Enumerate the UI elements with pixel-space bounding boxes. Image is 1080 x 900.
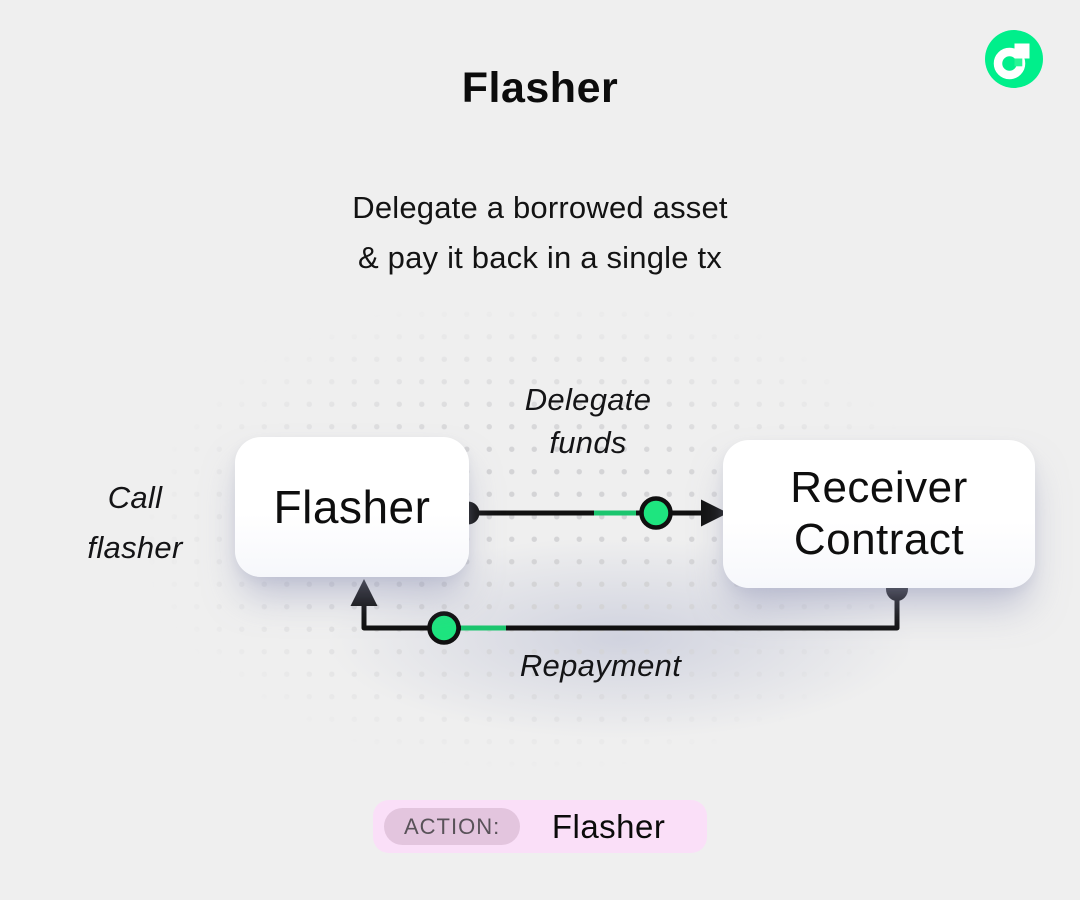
token-circle bbox=[427, 611, 461, 645]
label-call-flasher-line2: flasher bbox=[87, 530, 183, 565]
node-receiver-label-line2: Contract bbox=[793, 515, 965, 564]
arrowhead-up-icon bbox=[350, 579, 378, 606]
flow-logo-icon bbox=[985, 30, 1043, 88]
page-subtitle-line2: & pay it back in a single tx bbox=[357, 240, 722, 275]
delegate-arrow bbox=[456, 496, 728, 530]
page-subtitle: Delegate a borrowed asset & pay it back … bbox=[0, 183, 1080, 283]
node-receiver-label-line1: Receiver bbox=[790, 463, 968, 512]
page-subtitle-line1: Delegate a borrowed asset bbox=[352, 190, 728, 225]
node-flasher-label: Flasher bbox=[273, 481, 431, 533]
page-title: Flasher bbox=[461, 64, 619, 112]
node-flasher: Flasher bbox=[235, 437, 469, 577]
node-receiver-contract: Receiver Contract bbox=[723, 440, 1035, 588]
label-call-flasher: Call flasher bbox=[35, 473, 235, 573]
label-delegate-funds: Delegate funds bbox=[468, 378, 708, 464]
label-call-flasher-line1: Call bbox=[107, 480, 163, 515]
action-badge-value: Flasher bbox=[551, 807, 666, 845]
token-circle bbox=[639, 496, 673, 530]
action-badge: ACTION: Flasher bbox=[373, 800, 707, 853]
label-delegate-funds-line2: funds bbox=[549, 425, 627, 460]
action-badge-key: ACTION: bbox=[384, 808, 521, 845]
label-repayment: Repayment bbox=[519, 648, 682, 683]
label-delegate-funds-line1: Delegate bbox=[524, 382, 652, 417]
